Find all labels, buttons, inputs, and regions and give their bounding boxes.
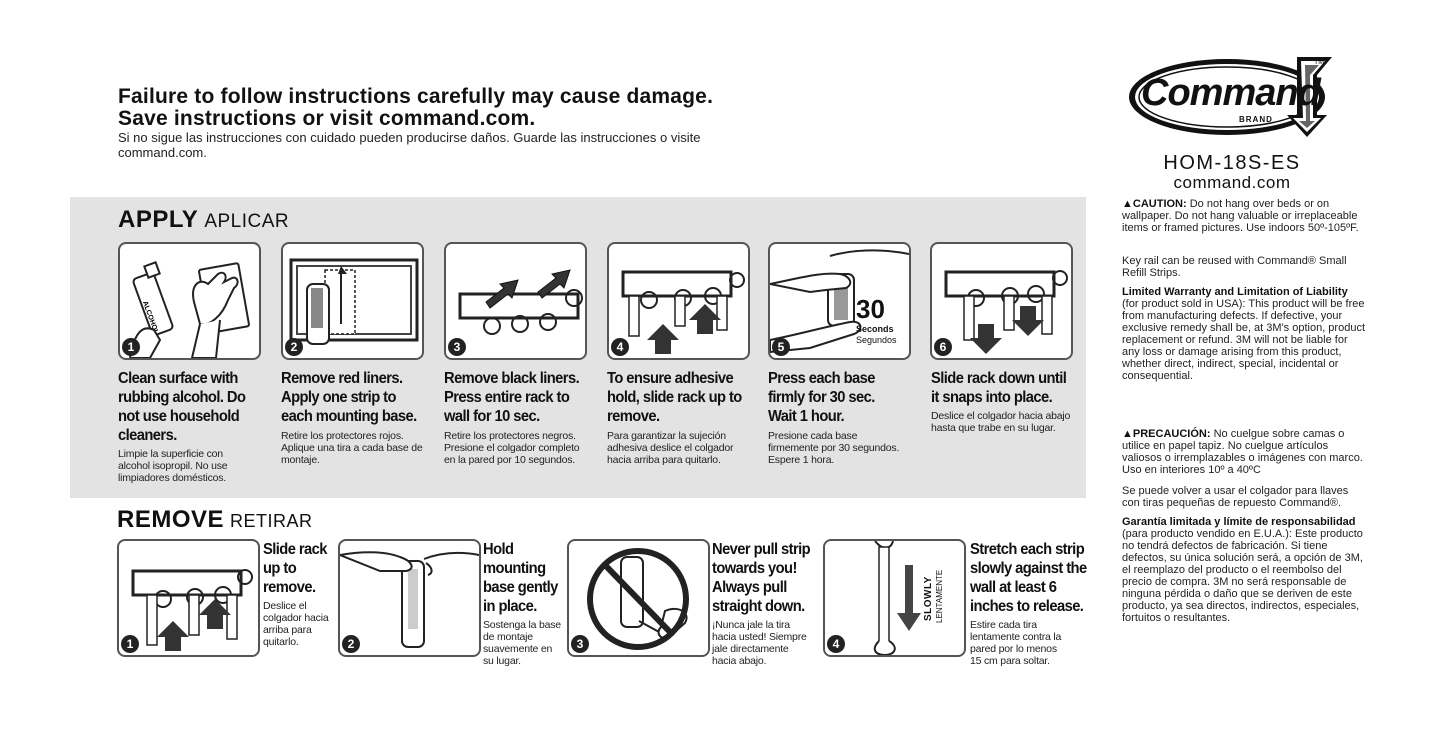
command-brand-logo: Command TM BRAND xyxy=(1127,55,1337,140)
remove-step-1-illustration: 1 xyxy=(117,539,260,657)
apply-step-1-instruction-es: Limpie la superficie con alcohol isoprop… xyxy=(118,448,228,484)
remove-step-4-instruction-es: Estire cada tira lentamente contra la pa… xyxy=(970,619,1062,667)
warning-line-2: Save instructions or visit command.com. xyxy=(118,107,536,130)
precaucion-text: No cuelgue sobre camas o utilice en pape… xyxy=(1122,428,1363,476)
step-number-badge: 6 xyxy=(934,338,952,356)
step-number-badge: 2 xyxy=(285,338,303,356)
remove-step-3-instruction-es: ¡Nunca jale la tira hacia usted! Siempre… xyxy=(712,619,807,667)
step-number-badge: 1 xyxy=(121,635,139,653)
caution-text: Do not hang over beds or on wallpaper. D… xyxy=(1122,198,1359,234)
caution-label: CAUTION: xyxy=(1132,198,1187,210)
apply-step-5-instruction-es: Presione cada base firmemente por 30 seg… xyxy=(768,430,900,466)
logo-brand-word: BRAND xyxy=(1239,115,1273,124)
apply-step-6-illustration: 6 xyxy=(930,242,1073,360)
apply-step-1-instruction: Clean surface with rubbing alcohol. Do n… xyxy=(118,370,246,444)
caution-block: ▲CAUTION: Do not hang over beds or on wa… xyxy=(1122,198,1359,234)
reuse-note-spanish: Se puede volver a usar el colgador para … xyxy=(1122,485,1349,509)
precaucion-label: PRECAUCIÓN: xyxy=(1132,428,1211,440)
apply-step-4-instruction-es: Para garantizar la sujeción adhesiva des… xyxy=(607,430,734,466)
remove-step-3-instruction: Never pull strip towards you! Always pul… xyxy=(712,541,811,615)
step-number-badge: 1 xyxy=(122,338,140,356)
apply-subtitle: APLICAR xyxy=(204,211,290,232)
remove-subtitle: RETIRAR xyxy=(230,511,313,531)
remove-step-2-instruction-es: Sostenga la base de montaje suavemente e… xyxy=(483,619,561,667)
timer-seconds-label: Seconds xyxy=(856,324,894,334)
step-number-badge: 2 xyxy=(342,635,360,653)
remove-step-4-instruction: Stretch each strip slowly against the wa… xyxy=(970,541,1087,615)
apply-step-4-instruction: To ensure adhesive hold, slide rack up t… xyxy=(607,370,742,425)
garantia-title: Garantía limitada y límite de responsabi… xyxy=(1122,516,1356,528)
model-code: HOM-18S-ES xyxy=(1163,152,1301,174)
remove-step-3-illustration: 3 xyxy=(567,539,710,657)
apply-step-5-instruction: Press each base firmly for 30 sec. Wait … xyxy=(768,370,875,425)
remove-step-1-instruction-es: Deslice el colgador hacia arriba para qu… xyxy=(263,600,329,648)
apply-step-6-instruction: Slide rack down until it snaps into plac… xyxy=(931,370,1067,406)
remove-step-1-instruction: Slide rack up to remove. xyxy=(263,541,327,596)
step-number-badge: 5 xyxy=(772,338,790,356)
apply-step-4-illustration: 4 xyxy=(607,242,750,360)
apply-step-3-instruction: Remove black liners. Press entire rack t… xyxy=(444,370,580,425)
apply-step-6-instruction-es: Deslice el colgador hacia abajo hasta qu… xyxy=(931,410,1071,434)
warranty-title: Limited Warranty and Limitation of Liabi… xyxy=(1122,286,1348,298)
trademark-mark: TM xyxy=(1314,59,1325,66)
step-number-badge: 3 xyxy=(448,338,466,356)
warranty-text: (for product sold in USA): This product … xyxy=(1122,298,1365,382)
apply-step-1-illustration: ALCOHOL 1 xyxy=(118,242,261,360)
precaucion-block: ▲PRECAUCIÓN: No cuelgue sobre camas o ut… xyxy=(1122,428,1363,476)
timer-number: 30 xyxy=(856,294,885,324)
step-number-badge: 4 xyxy=(611,338,629,356)
remove-step-4-illustration: SLOWLY LENTAMENTE 4 xyxy=(823,539,966,657)
lentamente-label: LENTAMENTE xyxy=(935,569,944,623)
remove-title: REMOVE xyxy=(117,506,225,533)
garantia-text: (para producto vendido en E.U.A.): Este … xyxy=(1122,528,1363,624)
slowly-label: SLOWLY xyxy=(923,576,934,621)
warranty-block: Limited Warranty and Limitation of Liabi… xyxy=(1122,286,1367,382)
apply-step-2-illustration: 2 xyxy=(281,242,424,360)
apply-step-2-instruction: Remove red liners. Apply one strip to ea… xyxy=(281,370,417,425)
timer-segundos-label: Segundos xyxy=(856,335,897,345)
apply-step-3-instruction-es: Retire los protectores negros. Presione … xyxy=(444,430,580,466)
garantia-block: Garantía limitada y límite de responsabi… xyxy=(1122,516,1367,624)
apply-step-2-instruction-es: Retire los protectores rojos. Aplique un… xyxy=(281,430,423,466)
apply-title: APPLY xyxy=(118,206,199,233)
step-number-badge: 4 xyxy=(827,635,845,653)
apply-step-3-illustration: 3 xyxy=(444,242,587,360)
step-number-badge: 3 xyxy=(571,635,589,653)
remove-step-2-illustration: 2 xyxy=(338,539,481,657)
apply-step-5-illustration: 30 Seconds Segundos 5 xyxy=(768,242,911,360)
brand-website: command.com xyxy=(1173,173,1291,192)
warning-heading: Failure to follow instructions carefully… xyxy=(118,86,713,130)
remove-step-2-instruction: Hold mounting base gently in place. xyxy=(483,541,558,615)
logo-wordmark: Command xyxy=(1141,72,1321,114)
warning-line-1: Failure to follow instructions carefully… xyxy=(118,85,714,108)
warning-spanish: Si no sigue las instrucciones con cuidad… xyxy=(118,130,701,160)
reuse-note: Key rail can be reused with Command® Sma… xyxy=(1122,255,1347,279)
